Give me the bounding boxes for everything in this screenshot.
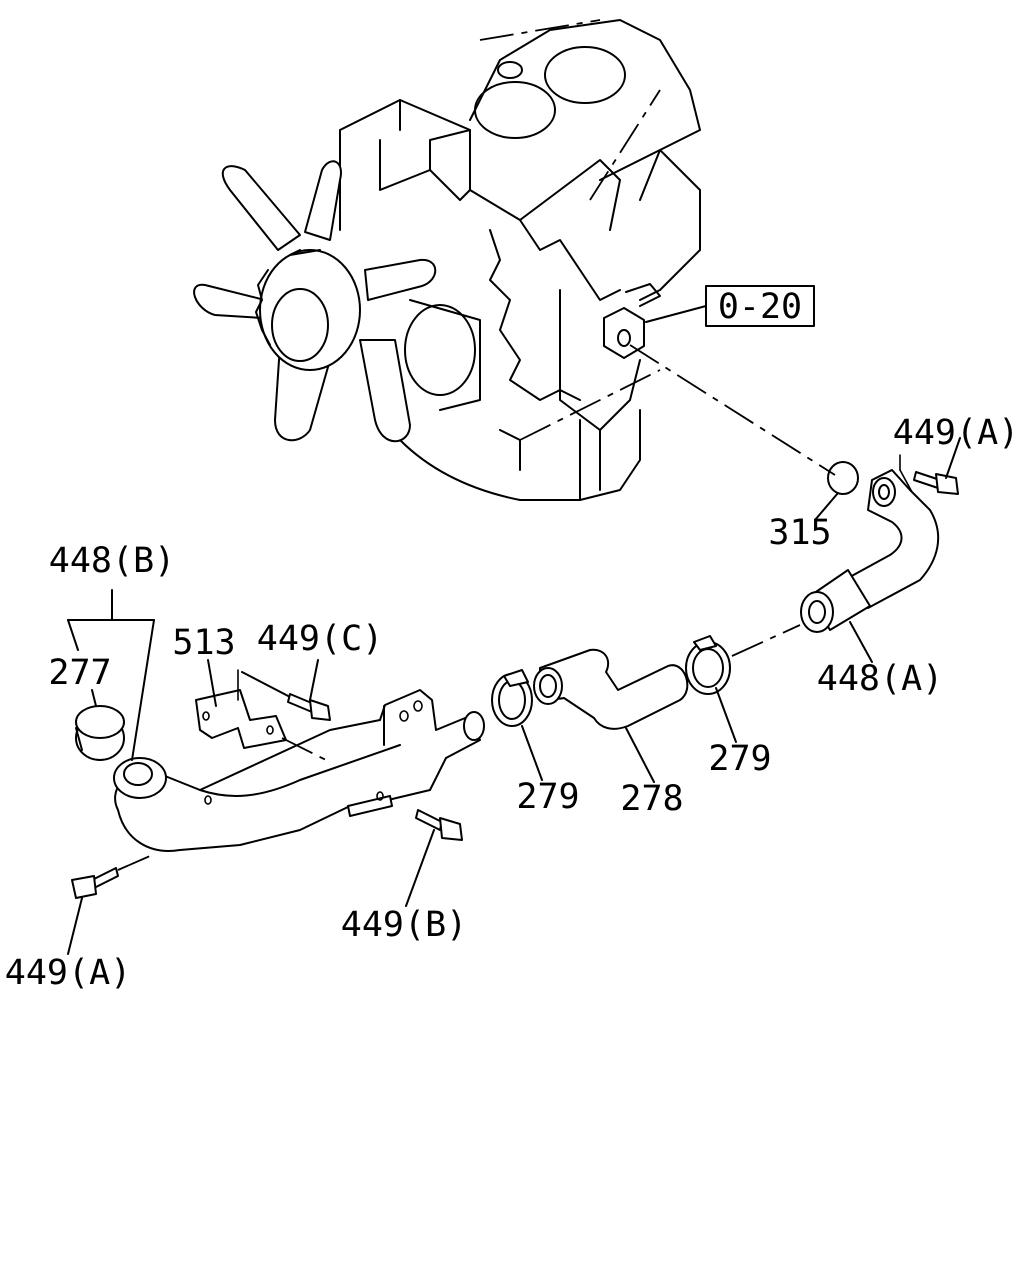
label-278: 278: [620, 779, 683, 819]
engine-block: [339, 19, 701, 501]
cooling-fan: [193, 160, 437, 443]
label-449a-bottom: 449(A): [5, 953, 131, 993]
label-449b: 449(B): [341, 905, 467, 945]
part-449a-bolt-bottom: 449(A): [5, 855, 151, 993]
part-279-clamp-right: 279: [685, 635, 772, 779]
label-448b: 448(B): [49, 541, 175, 581]
label-315: 315: [768, 513, 831, 553]
part-315-o-ring: 315: [768, 461, 859, 553]
assembly-centerline-upper: [629, 344, 836, 476]
reference-label: 0-20: [718, 287, 802, 327]
label-449c: 449(C): [257, 619, 383, 659]
label-448a: 448(A): [817, 659, 943, 699]
part-448a-outlet-pipe: 448(A): [800, 454, 943, 699]
part-449c-bolt: 449(C): [241, 619, 383, 721]
part-449b-bolt: 449(B): [341, 809, 467, 945]
part-279-clamp-left: 279: [491, 669, 580, 817]
part-513-bracket: 513: [172, 623, 331, 763]
assembly-centerline-middle: [731, 624, 801, 657]
part-278-hose: 278: [533, 648, 689, 819]
label-513: 513: [172, 623, 235, 663]
label-279-left: 279: [516, 777, 579, 817]
label-449a-top: 449(A): [893, 413, 1019, 453]
label-277: 277: [48, 653, 111, 693]
reference-box-0-20: 0-20: [645, 285, 815, 327]
label-279-right: 279: [708, 739, 771, 779]
part-449a-bolt-top: 449(A): [893, 413, 1019, 495]
part-277-filler-cap: 277: [48, 653, 125, 761]
part-448b-water-pipe: 448(B): [49, 541, 485, 852]
